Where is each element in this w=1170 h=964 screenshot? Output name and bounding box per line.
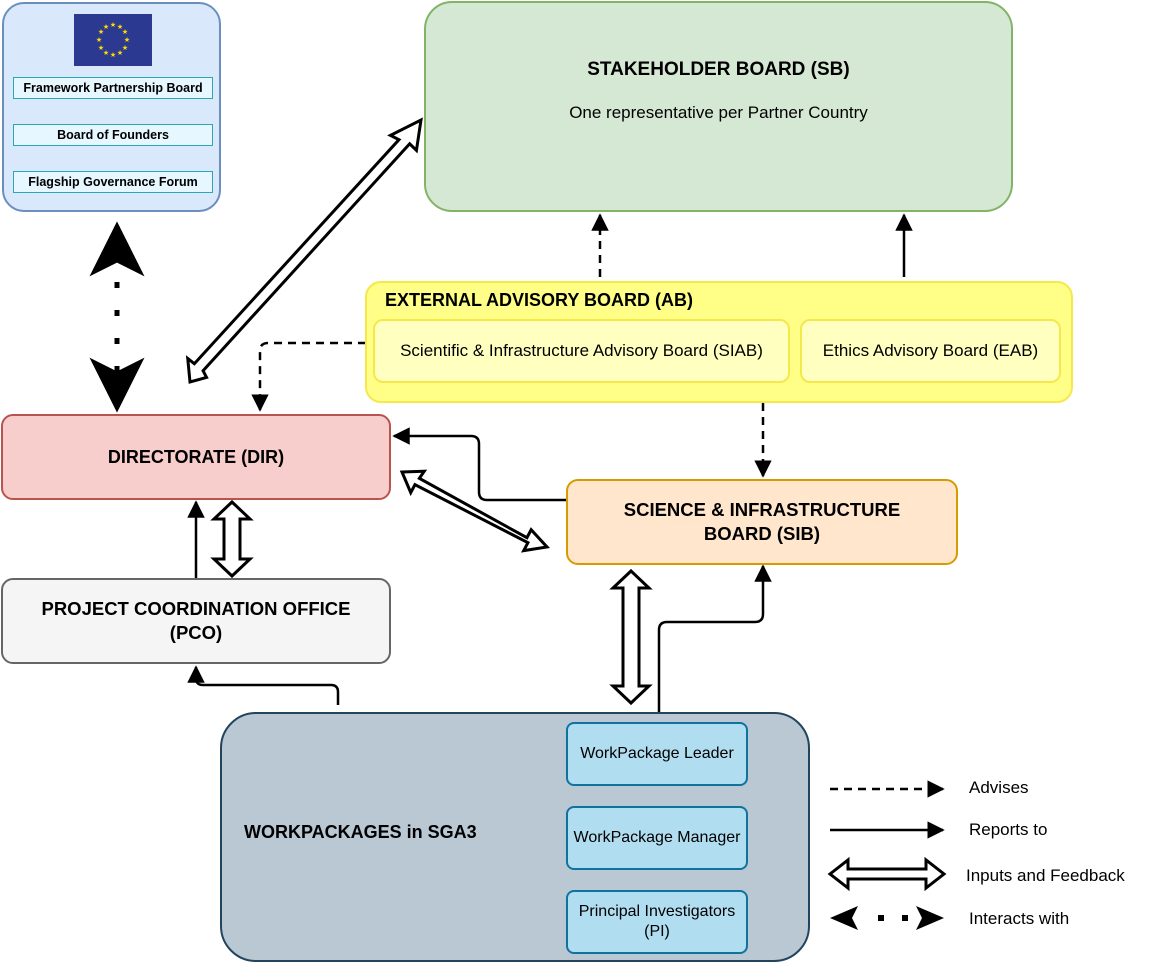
sib-label-line1: SCIENCE & INFRASTRUCTURE <box>623 499 901 520</box>
legend-feedback-label: Inputs and Feedback <box>966 866 1125 885</box>
pi-box: Principal Investigators (PI) <box>566 890 748 954</box>
reports-wpl-sib-connector <box>657 564 772 722</box>
pi-label-line2: (PI) <box>644 923 670 940</box>
sib-label-line2: BOARD (SIB) <box>703 523 821 544</box>
fpb-item-framework-partnership-board: Framework Partnership Board <box>13 77 213 99</box>
wp-leader-box: WorkPackage Leader <box>566 722 748 786</box>
pco-box: PROJECT COORDINATION OFFICE (PCO) <box>1 578 391 664</box>
reports-sib-dir-connector <box>392 427 566 502</box>
legend-interacts-dot-1 <box>878 915 884 921</box>
fpb-item-board-of-founders: Board of Founders <box>13 124 213 146</box>
wp-leader-label: WorkPackage Leader <box>580 745 734 762</box>
svg-text:★: ★ <box>103 49 109 57</box>
legend-interacts-label: Interacts with <box>969 909 1070 928</box>
eab-box: Ethics Advisory Board (EAB) <box>800 319 1061 383</box>
legend-feedback-symbol <box>827 856 947 892</box>
directorate-label: DIRECTORATE (DIR) <box>107 446 285 467</box>
pco-label-line1: PROJECT COORDINATION OFFICE <box>41 598 351 619</box>
reports-wp-pco-connector <box>187 665 340 705</box>
legend-interacts-end-arrow <box>916 906 944 930</box>
legend-interacts-dot-2 <box>902 915 908 921</box>
workpackages-title: WORKPACKAGES in SGA3 <box>244 822 477 842</box>
legend-reports-label: Reports to <box>969 820 1048 839</box>
svg-text:★: ★ <box>103 23 109 31</box>
wp-manager-box: WorkPackage Manager <box>566 806 748 870</box>
svg-text:★: ★ <box>110 21 116 29</box>
svg-text:★: ★ <box>122 28 128 36</box>
svg-text:★: ★ <box>96 36 102 44</box>
svg-text:★: ★ <box>117 23 123 31</box>
legend-advises-label: Advises <box>969 778 1029 797</box>
feedback-wp-sib-connector <box>609 568 653 706</box>
legend: Advises Reports to Inputs and Feedback I… <box>826 770 1156 945</box>
svg-text:★: ★ <box>98 44 104 52</box>
sib-box: SCIENCE & INFRASTRUCTURE BOARD (SIB) <box>566 479 958 565</box>
svg-text:★: ★ <box>98 28 104 36</box>
legend-interacts-start-arrow <box>830 906 858 930</box>
stakeholder-board-title: STAKEHOLDER BOARD (SB) <box>587 59 850 80</box>
external-advisory-board: EXTERNAL ADVISORY BOARD (AB) Scientific … <box>365 281 1073 403</box>
pi-label-line1: Principal Investigators <box>578 903 736 920</box>
eu-flag-icon: ★ ★ ★ ★ ★ ★ ★ ★ ★ ★ ★ ★ <box>74 14 152 66</box>
pco-label-line2: (PCO) <box>169 622 223 643</box>
advisory-board-title: EXTERNAL ADVISORY BOARD (AB) <box>385 290 694 310</box>
svg-text:★: ★ <box>124 36 130 44</box>
fpb-panel: ★ ★ ★ ★ ★ ★ ★ ★ ★ ★ ★ ★ Framework Partne… <box>2 2 221 212</box>
feedback-pco-dir-connector <box>210 499 254 579</box>
advises-ab-dir-connector <box>251 341 366 412</box>
svg-text:★: ★ <box>110 51 116 59</box>
siab-box: Scientific & Infrastructure Advisory Boa… <box>373 319 790 383</box>
fpb-item-flagship-governance-forum: Flagship Governance Forum <box>13 171 213 193</box>
feedback-dir-sib-connector <box>399 469 551 553</box>
wp-manager-label: WorkPackage Manager <box>573 829 741 846</box>
feedback-dir-sb-connector <box>185 117 423 384</box>
svg-text:★: ★ <box>122 44 128 52</box>
stakeholder-board-subtitle: One representative per Partner Country <box>569 103 868 122</box>
svg-text:★: ★ <box>117 49 123 57</box>
legend-symbols <box>827 780 947 930</box>
directorate-box: DIRECTORATE (DIR) <box>1 414 391 500</box>
stakeholder-board: STAKEHOLDER BOARD (SB) One representativ… <box>424 1 1013 212</box>
